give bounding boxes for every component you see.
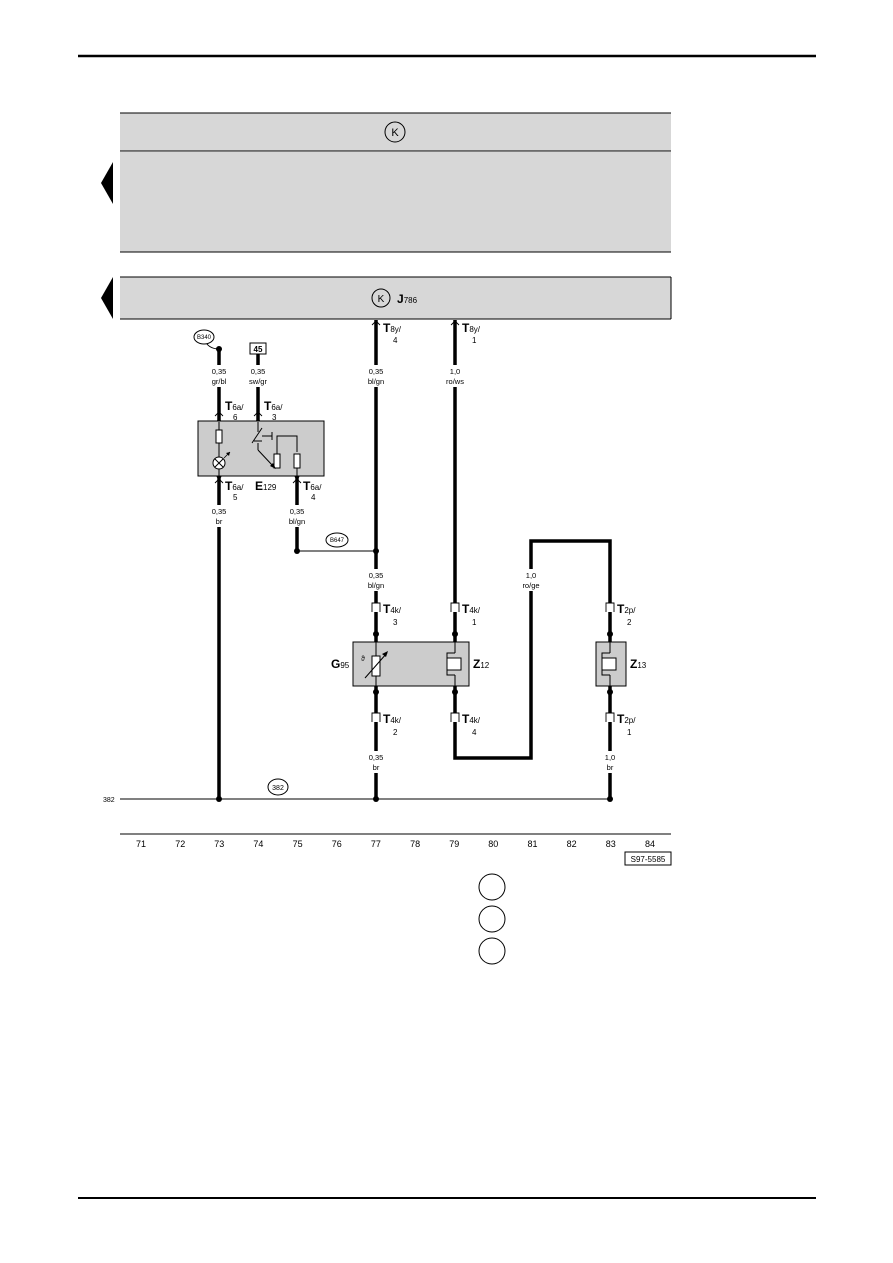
svg-text:0,35: 0,35: [251, 367, 266, 376]
svg-text:ro/ws: ro/ws: [446, 377, 464, 386]
conn-t4k-3-pin: 3: [393, 618, 398, 627]
conn-t4k-3: T4k/: [383, 602, 402, 616]
svg-text:gr/bl: gr/bl: [212, 377, 227, 386]
svg-text:0,35: 0,35: [369, 753, 384, 762]
conn-t8y-4: T8y/: [383, 321, 402, 335]
control-unit-symbol-icon: [371, 288, 391, 308]
axis-label: 72: [175, 839, 185, 849]
svg-text:0,35: 0,35: [369, 367, 384, 376]
axis-label: 83: [606, 839, 616, 849]
connector-symbols: [214, 320, 615, 722]
drawing-number-box: S97-5585: [624, 851, 672, 866]
conn-t8y-4-pin: 4: [393, 336, 398, 345]
conn-t6a-4: T6a/: [303, 479, 322, 493]
conn-t6a-3-pin: 3: [272, 413, 277, 422]
control-unit-j786: K J786: [120, 276, 672, 320]
conn-t4k-2: T4k/: [383, 712, 402, 726]
wire-lines: [120, 320, 612, 800]
sensor-heater-g95-z12: ϑ: [352, 641, 470, 687]
axis-label: 81: [527, 839, 537, 849]
header-symbol-letter: K: [391, 127, 399, 139]
svg-text:0,35: 0,35: [212, 507, 227, 516]
axis-label: 73: [214, 839, 224, 849]
terminal-b340: B340: [193, 329, 220, 350]
axis-label: 75: [293, 839, 303, 849]
svg-text:382: 382: [272, 785, 284, 792]
conn-t4k-4-pin: 4: [472, 728, 477, 737]
svg-text:ϑ: ϑ: [361, 656, 365, 663]
svg-text:ro/ge: ro/ge: [522, 581, 539, 590]
label-g95: G95: [331, 657, 350, 671]
svg-text:0,35: 0,35: [212, 367, 227, 376]
conn-t6a-5: T6a/: [225, 479, 244, 493]
wire-labels: 0,35 gr/bl 0,35 sw/gr 0,35 bl/gn 1,0 ro/…: [206, 365, 623, 773]
svg-text:S97-5585: S97-5585: [631, 855, 666, 864]
svg-text:1,0: 1,0: [450, 367, 460, 376]
info-panel: [120, 152, 671, 253]
blank-circle-1: [478, 873, 506, 901]
conn-t6a-5-pin: 5: [233, 493, 238, 502]
svg-text:bl/gn: bl/gn: [368, 581, 384, 590]
conn-t2p-2: T2p/: [617, 602, 636, 616]
conn-t6a-6-pin: 6: [233, 413, 238, 422]
svg-text:B647: B647: [330, 538, 345, 544]
terminal-45: 45: [249, 342, 267, 355]
warning-symbol-icon: [384, 121, 406, 143]
svg-text:bl/gn: bl/gn: [368, 377, 384, 386]
axis-label: 76: [332, 839, 342, 849]
conn-t4k-1: T4k/: [462, 602, 481, 616]
header-panel: K: [120, 112, 671, 152]
conn-t4k-4: T4k/: [462, 712, 481, 726]
axis-labels: 71 72 73 74 75 76 77 78 79 80 81 82 83 84: [136, 839, 655, 849]
blank-circle-3: [478, 937, 506, 965]
axis-label: 71: [136, 839, 146, 849]
left-marker-bottom-icon: [101, 277, 113, 319]
conn-t6a-4-pin: 4: [311, 493, 316, 502]
conn-t2p-1: T2p/: [617, 712, 636, 726]
axis-label: 80: [488, 839, 498, 849]
svg-text:0,35: 0,35: [369, 571, 384, 580]
conn-t4k-2-pin: 2: [393, 728, 398, 737]
conn-t2p-2-pin: 2: [627, 618, 632, 627]
svg-text:1,0: 1,0: [605, 753, 615, 762]
svg-text:br: br: [607, 763, 614, 772]
label-z13: Z13: [630, 657, 647, 671]
heater-z13: [595, 641, 627, 687]
svg-text:sw/gr: sw/gr: [249, 377, 267, 386]
conn-t2p-1-pin: 1: [627, 728, 632, 737]
left-marker-top-icon: [101, 162, 113, 204]
ground-382: 382: [267, 778, 289, 796]
conn-t4k-1-pin: 1: [472, 618, 477, 627]
svg-text:br: br: [216, 517, 223, 526]
conn-t6a-3: T6a/: [264, 399, 283, 413]
ground-line-label: 382: [103, 797, 115, 804]
label-e129: E129: [255, 479, 277, 493]
blank-circle-2: [478, 905, 506, 933]
axis-label: 77: [371, 839, 381, 849]
axis-label: 82: [567, 839, 577, 849]
axis-label: 84: [645, 839, 655, 849]
switch-e129: [197, 420, 325, 477]
conn-t8y-1: T8y/: [462, 321, 481, 335]
label-z12: Z12: [473, 657, 490, 671]
svg-text:bl/gn: bl/gn: [289, 517, 305, 526]
control-unit-label: J786: [397, 292, 418, 306]
svg-text:br: br: [373, 763, 380, 772]
svg-text:45: 45: [254, 345, 263, 354]
axis-label: 79: [449, 839, 459, 849]
svg-text:B340: B340: [197, 335, 212, 341]
svg-text:0,35: 0,35: [290, 507, 305, 516]
conn-t8y-1-pin: 1: [472, 336, 477, 345]
control-unit-symbol-letter: K: [378, 294, 385, 305]
axis-label: 78: [410, 839, 420, 849]
axis-label: 74: [253, 839, 263, 849]
terminal-b647: B647: [325, 532, 349, 548]
svg-text:1,0: 1,0: [526, 571, 536, 580]
conn-t6a-6: T6a/: [225, 399, 244, 413]
